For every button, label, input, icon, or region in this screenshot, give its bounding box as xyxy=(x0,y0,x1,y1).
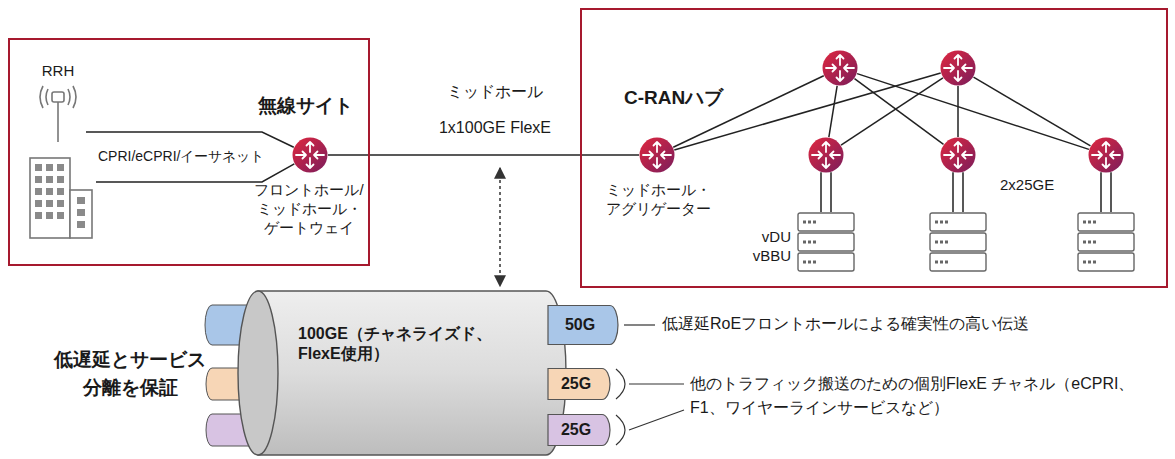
router-body xyxy=(640,138,675,173)
link-line xyxy=(974,77,1091,146)
node-label: 100GE（チャネライズド、 FlexE使用） xyxy=(298,324,543,364)
channel-label: 25G xyxy=(548,368,604,400)
building-icon-graphic xyxy=(26,150,96,240)
node-label: ミッドホール・ アグリゲーター xyxy=(597,181,719,219)
dashed-double-arrow xyxy=(499,168,501,286)
link-line xyxy=(674,73,940,150)
leader-line xyxy=(629,383,684,384)
router-arrows xyxy=(812,142,840,168)
channel-cylinder-graphic xyxy=(238,290,568,456)
router-arrows xyxy=(944,142,972,168)
annotation-label: CPRI/eCPRI/イーサネット xyxy=(98,146,270,167)
server-icon-graphic xyxy=(1077,212,1135,272)
router-icon-graphic xyxy=(639,137,675,173)
router-arrows xyxy=(643,142,671,168)
router-body xyxy=(1089,138,1124,173)
link-line xyxy=(86,132,294,147)
link-line xyxy=(829,86,837,137)
channel-tube: 50G xyxy=(548,305,618,345)
building-icon xyxy=(26,150,96,240)
annotation-label: 2x25GE xyxy=(1000,174,1072,197)
annotation-label: 他のトラフィック搬送のための個別FlexE チャネル（eCPRI、F1、ワイヤー… xyxy=(690,372,1165,420)
link-line xyxy=(328,154,639,156)
link-line xyxy=(854,79,943,145)
router-icon xyxy=(940,50,976,86)
router-icon xyxy=(822,50,858,86)
router-arrows xyxy=(296,142,324,168)
server-icon-graphic xyxy=(797,212,855,272)
antenna-symbol xyxy=(40,86,76,142)
server-symbol xyxy=(1078,213,1134,271)
router-icon: フロントホール/ ミッドホール・ ゲートウェイ xyxy=(292,137,328,173)
router-arrows xyxy=(944,55,972,81)
router-icon-graphic xyxy=(822,50,858,86)
leader-line xyxy=(624,324,655,325)
router-icon-graphic xyxy=(940,50,976,86)
server-icon: vDU vBBU xyxy=(797,212,855,272)
router-icon: ミッドホール・ アグリゲーター xyxy=(639,137,675,173)
link-line xyxy=(821,172,831,212)
router-body xyxy=(941,51,976,86)
router-body xyxy=(293,138,328,173)
link-line xyxy=(673,76,823,148)
leader-line xyxy=(629,410,684,430)
channel-tube: 25G xyxy=(548,414,610,446)
channel-tube: 25G xyxy=(548,368,610,400)
annotation-label: 低遅延RoEフロントホールによる確実性の高い伝送 xyxy=(662,312,1162,336)
rrh-antenna: RRH xyxy=(30,62,86,142)
region-heading: C-RANハブ xyxy=(624,86,736,110)
region-heading: 無線サイト xyxy=(258,94,362,118)
channel-label: 50G xyxy=(548,305,612,345)
router-arrows xyxy=(1092,142,1120,168)
server-icon xyxy=(1077,212,1135,272)
node-label: vDU vBBU xyxy=(739,228,791,266)
router-body xyxy=(823,51,858,86)
tube-shape xyxy=(548,306,618,345)
router-icon-graphic xyxy=(808,137,844,173)
link-label: 1x100GE FlexE xyxy=(420,116,570,140)
node-label: RRH xyxy=(30,62,86,81)
channel-cylinder: 100GE（チャネライズド、 FlexE使用）50G25G25G xyxy=(238,290,568,456)
link-line xyxy=(1101,172,1111,212)
server-symbol xyxy=(798,213,854,271)
router-icon-graphic xyxy=(292,137,328,173)
link-line xyxy=(96,164,294,182)
tube-shape xyxy=(548,415,610,446)
link-line xyxy=(841,78,943,145)
router-arrows xyxy=(826,55,854,81)
hub-box: C-RANハブミッドホール・ アグリゲーター vDU vBBU xyxy=(580,8,1168,288)
link-line xyxy=(953,172,963,212)
leader-lines xyxy=(616,325,684,445)
router-icon-graphic xyxy=(940,137,976,173)
server-icon-graphic xyxy=(929,212,987,272)
node-label: フロントホール/ ミッドホール・ ゲートウェイ xyxy=(252,181,366,237)
tube-shape xyxy=(548,369,610,400)
cylinder-shape xyxy=(238,291,566,455)
annotation-label: 低遅延とサービス 分離を保証 xyxy=(30,346,230,401)
bracket xyxy=(616,369,625,399)
building-symbol xyxy=(30,158,92,238)
router-body xyxy=(809,138,844,173)
router-icon-graphic xyxy=(1088,137,1124,173)
bracket xyxy=(616,415,625,445)
link-line xyxy=(957,86,959,137)
router-icon xyxy=(1088,137,1124,173)
channel-label: 25G xyxy=(548,414,604,446)
annotation-label: ミッドホール xyxy=(440,80,550,104)
server-icon xyxy=(929,212,987,272)
router-body xyxy=(941,138,976,173)
server-symbol xyxy=(930,213,986,271)
router-icon xyxy=(940,137,976,173)
router-icon xyxy=(808,137,844,173)
